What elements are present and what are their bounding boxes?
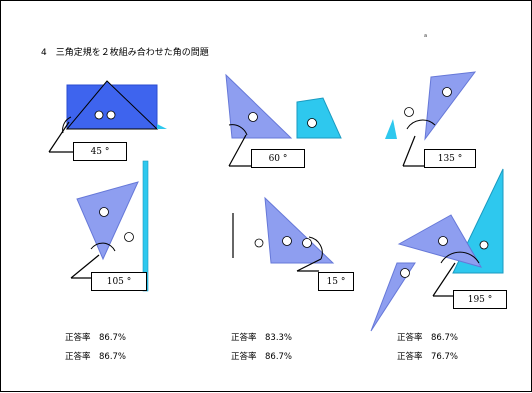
figure-105 bbox=[70, 160, 149, 292]
rate-value: 86.7% bbox=[99, 352, 127, 362]
cyan-sliver-shape bbox=[385, 119, 397, 139]
rate-value: 76.7% bbox=[431, 352, 459, 362]
rate-value: 83.3% bbox=[265, 333, 293, 343]
isosceles-triangle-shape bbox=[65, 80, 159, 130]
rate-label: 正答率 bbox=[65, 352, 91, 362]
angle-box-45: 45 ° bbox=[73, 142, 127, 161]
lavender-triangle-shape bbox=[424, 71, 477, 141]
angle-box-135: 135 ° bbox=[424, 149, 476, 168]
cyan-quad-shape bbox=[296, 97, 342, 139]
angle-box-195: 195 ° bbox=[453, 290, 507, 309]
rate-group-3: 正答率 86.7% 正答率 76.7% bbox=[397, 329, 458, 367]
figure-45 bbox=[48, 80, 167, 153]
rate-group-1: 正答率 86.7% 正答率 86.7% bbox=[65, 329, 126, 367]
rate-group-2: 正答率 83.3% 正答率 86.7% bbox=[231, 329, 292, 367]
rate-value: 86.7% bbox=[99, 333, 127, 343]
corner-mark: a bbox=[424, 33, 428, 39]
rate-label: 正答率 bbox=[397, 352, 423, 362]
figure-60 bbox=[225, 73, 342, 167]
page-title: 4 三角定規を２枚組み合わせた角の問題 bbox=[41, 48, 209, 58]
angle-box-105: 105 ° bbox=[91, 272, 147, 291]
figure-135 bbox=[385, 71, 477, 167]
cyan-tab-shape bbox=[157, 124, 167, 129]
rate-value: 86.7% bbox=[431, 333, 459, 343]
rate-label: 正答率 bbox=[397, 333, 423, 343]
rate-value: 86.7% bbox=[265, 352, 293, 362]
figure-15 bbox=[232, 196, 335, 272]
figure-195 bbox=[370, 168, 504, 332]
lavender-small-triangle-shape bbox=[370, 262, 416, 332]
rate-label: 正答率 bbox=[231, 352, 257, 362]
angle-box-60: 60 ° bbox=[251, 149, 305, 168]
lavender-triangle-shape bbox=[76, 181, 139, 261]
rate-label: 正答率 bbox=[231, 333, 257, 343]
angle-box-15: 15 ° bbox=[318, 272, 354, 291]
lavender-triangle-shape bbox=[264, 196, 335, 264]
cyan-bar-shape bbox=[142, 160, 149, 292]
lavender-triangle-shape bbox=[225, 73, 293, 139]
rate-label: 正答率 bbox=[65, 333, 91, 343]
